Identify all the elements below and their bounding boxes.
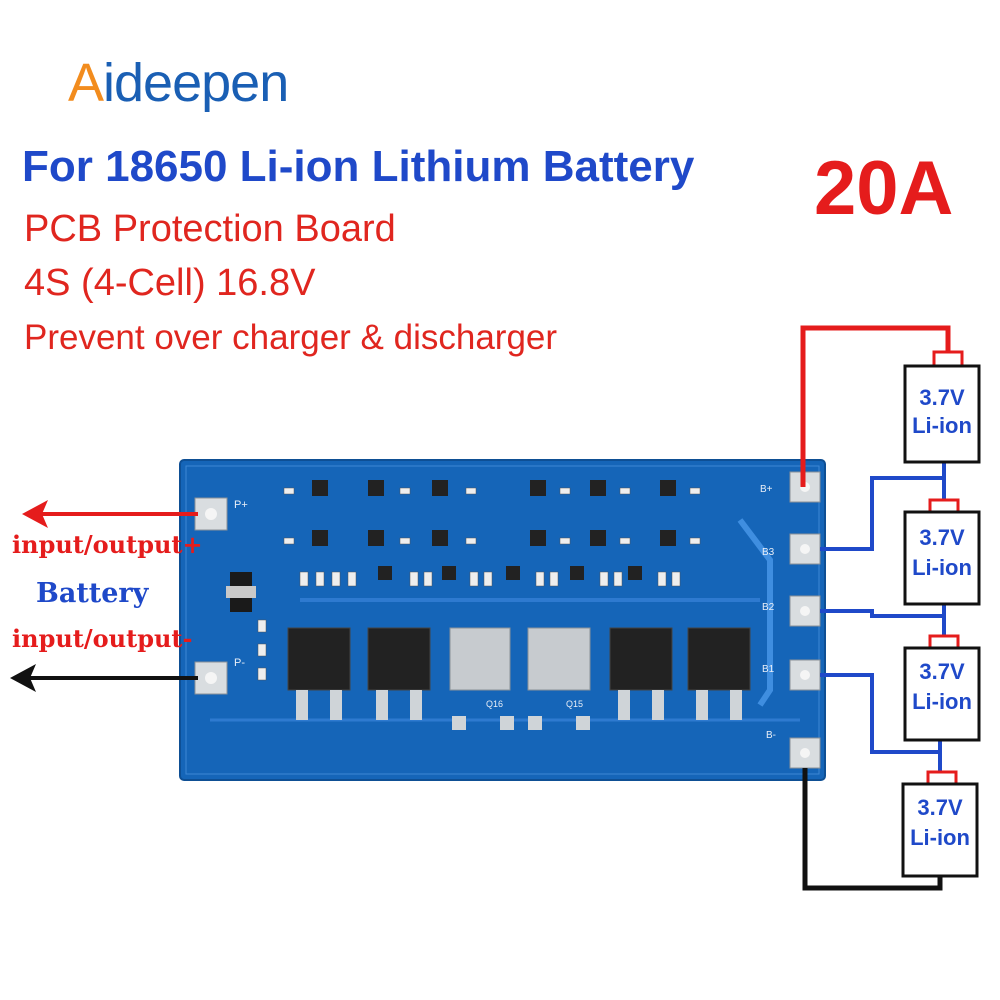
battery-cell-3 <box>903 634 981 742</box>
mosfet-group: Q16 Q15 <box>287 627 751 730</box>
pad-b1 <box>789 659 821 691</box>
product-title: For 18650 Li-ion Lithium Battery <box>22 142 695 191</box>
cell-1-type: Li-ion <box>912 413 972 438</box>
cell-1-label: 3.7V Li-ion <box>905 386 979 446</box>
battery-cell-4 <box>901 770 979 878</box>
label-input-output-negative: input/output- <box>12 624 193 653</box>
battery-cell-1 <box>903 350 981 464</box>
pad-b2-label: B2 <box>762 602 775 613</box>
brand-logo: Aideepen <box>68 52 289 114</box>
cell-4-label: 3.7V Li-ion <box>903 796 977 856</box>
cell-2-label: 3.7V Li-ion <box>905 526 979 586</box>
pad-b-minus-label: B- <box>766 730 776 741</box>
brand-logo-first-letter: A <box>68 53 104 113</box>
cell-3-label: 3.7V Li-ion <box>905 660 979 720</box>
pad-b1-label: B1 <box>762 664 775 675</box>
cell-3-voltage: 3.7V <box>919 659 965 684</box>
output-positive-arrow <box>22 500 198 528</box>
pad-b-plus-label: B+ <box>760 484 773 495</box>
subtitle-line-3: Prevent over charger & discharger <box>24 318 558 357</box>
subtitle-line-2: 4S (4-Cell) 16.8V <box>24 262 316 304</box>
smd-components <box>257 480 701 681</box>
pcb-board <box>179 459 826 781</box>
subtitle-line-1: PCB Protection Board <box>24 208 396 250</box>
pad-q16 <box>449 627 511 691</box>
cell-2-voltage: 3.7V <box>919 525 965 550</box>
battery-wiring <box>800 325 951 891</box>
label-q15: Q15 <box>566 699 583 709</box>
cell-1-voltage: 3.7V <box>919 385 965 410</box>
label-input-output-positive: input/output+ <box>12 530 203 559</box>
pad-p-minus-label: P- <box>234 657 245 669</box>
pad-b3-label: B3 <box>762 547 775 558</box>
pad-q15 <box>527 627 591 691</box>
label-q16: Q16 <box>486 699 503 709</box>
cell-4-type: Li-ion <box>910 825 970 850</box>
cell-4-voltage: 3.7V <box>917 795 963 820</box>
battery-cell-2 <box>903 498 981 606</box>
current-rating: 20A <box>814 146 954 231</box>
label-battery: Battery <box>36 578 149 609</box>
cell-3-type: Li-ion <box>912 689 972 714</box>
brand-logo-rest: ideepen <box>103 53 289 113</box>
cell-2-type: Li-ion <box>912 555 972 580</box>
pad-p-plus-label: P+ <box>234 499 248 511</box>
output-negative-arrow <box>10 664 198 692</box>
